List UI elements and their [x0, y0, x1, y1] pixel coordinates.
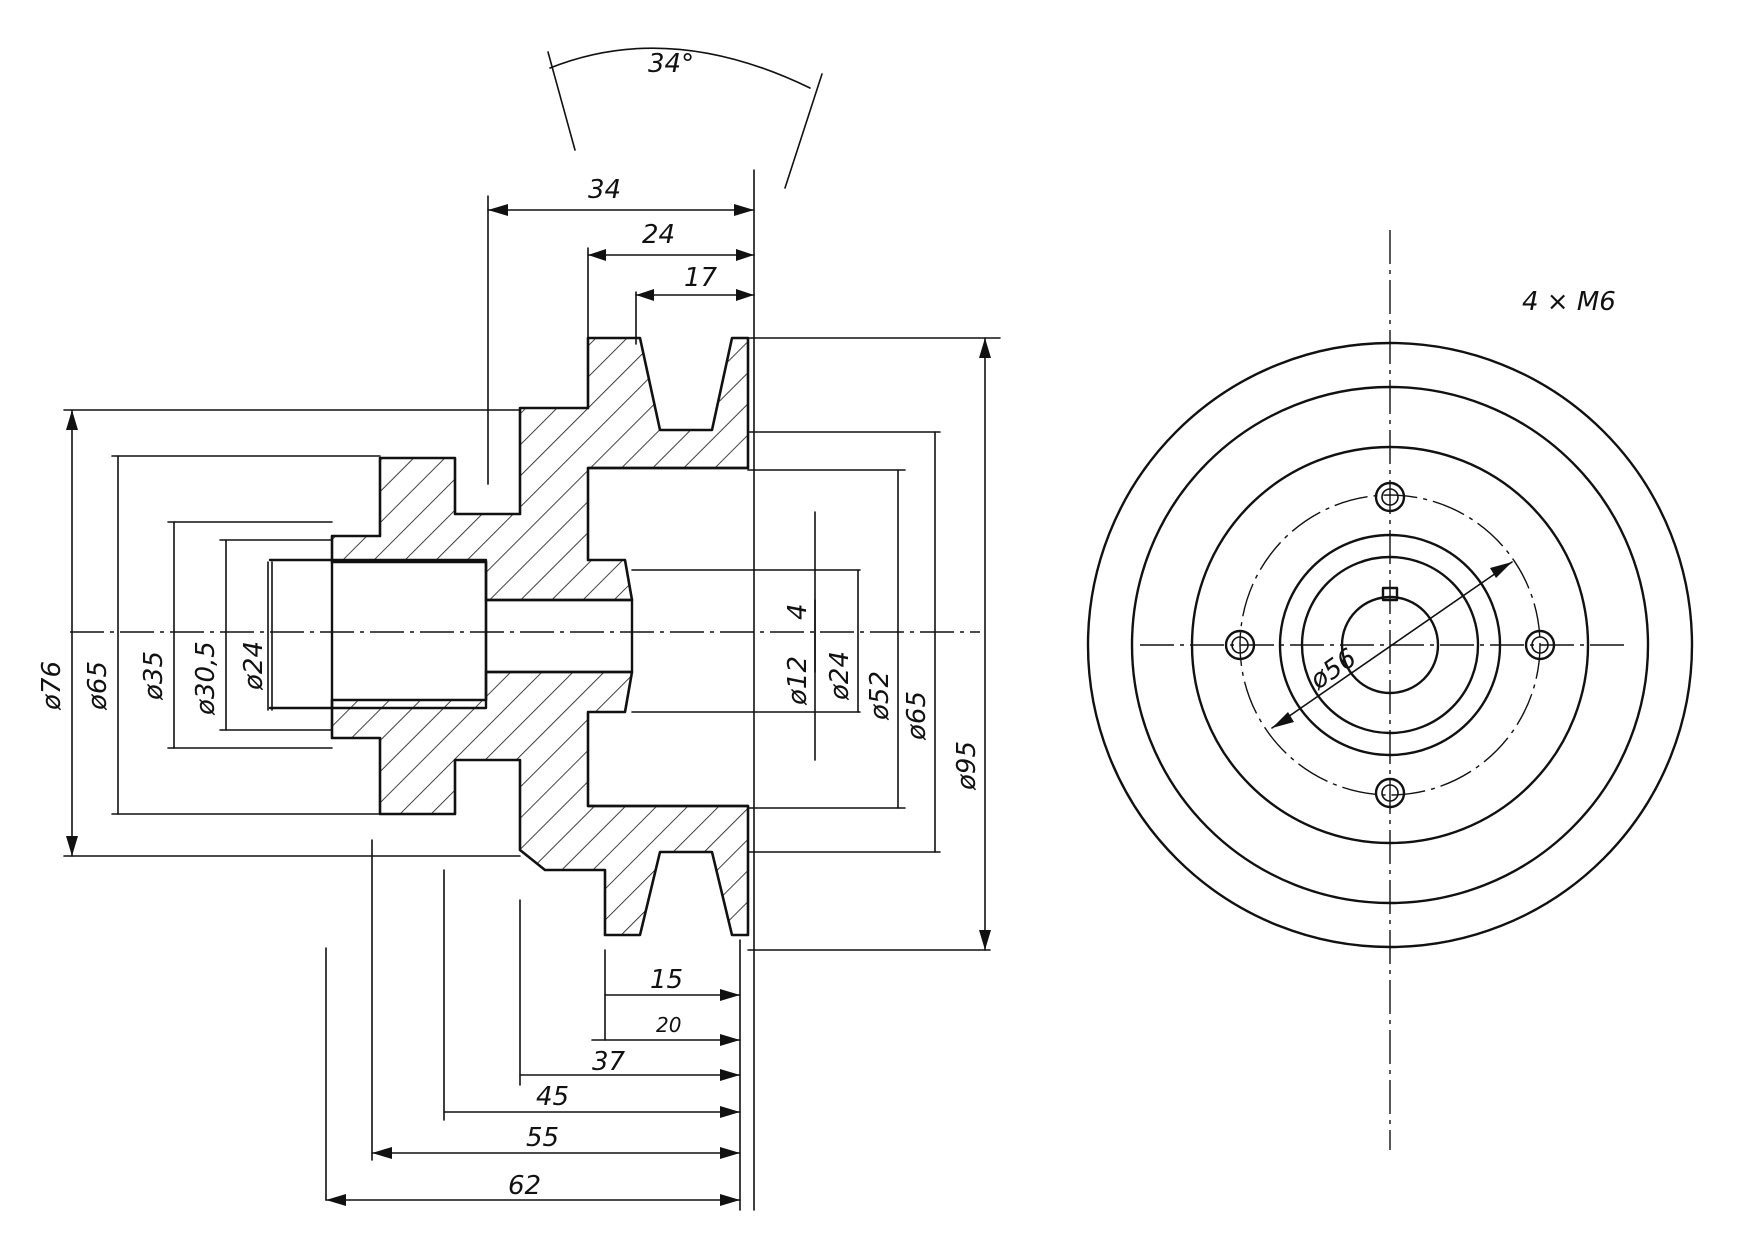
section-view — [63, 169, 1001, 1211]
dim-15: 15 — [650, 965, 683, 995]
dim-d30-5: ø30,5 — [191, 641, 221, 716]
dim-24: 24 — [642, 220, 675, 250]
dim-62: 62 — [508, 1171, 541, 1201]
dim-d24-left: ø24 — [239, 641, 269, 691]
dim-d76: ø76 — [37, 661, 67, 711]
dim-20: 20 — [656, 1013, 681, 1037]
bore — [330, 558, 488, 710]
keyway — [1381, 586, 1399, 602]
bolt-hole-right — [1524, 629, 1556, 661]
dimension-texts: 34° 34 24 17 ø76 ø65 ø35 ø30,5 ø24 ø12 4… — [37, 49, 1616, 1201]
dim-d52: ø52 — [865, 671, 895, 721]
side-view-note: 4 × M6 — [1522, 287, 1616, 317]
dim-34: 34 — [588, 175, 621, 205]
lower-section — [330, 670, 750, 937]
bore-circle — [1340, 595, 1440, 695]
dim-55: 55 — [526, 1123, 559, 1153]
bolt-hole-left — [1224, 629, 1256, 661]
dim-4: 4 — [783, 603, 813, 620]
bolt-circle — [1239, 494, 1541, 796]
small-bore — [484, 598, 634, 674]
upper-section — [330, 336, 750, 602]
groove-circle — [1130, 385, 1650, 905]
dim-d12: ø12 — [783, 656, 813, 706]
side-view — [1086, 230, 1694, 1150]
dim-d24-right: ø24 — [825, 651, 855, 701]
angle-dimension — [549, 47, 811, 89]
outer-rim — [1086, 341, 1694, 949]
hub-circle-outer — [1278, 533, 1502, 757]
dim-17: 17 — [684, 263, 718, 293]
dim-d95: ø95 — [952, 741, 982, 791]
bolt-circle-leader — [1271, 561, 1513, 729]
dim-45: 45 — [536, 1082, 569, 1112]
dim-37: 37 — [592, 1047, 626, 1077]
bolt-hole-top — [1374, 481, 1406, 513]
angle-label: 34° — [648, 49, 694, 79]
dimension-lines — [66, 47, 991, 1206]
hub-circle — [1300, 555, 1480, 735]
bolt-hole-bottom — [1374, 777, 1406, 809]
dim-d65-right: ø65 — [902, 691, 932, 741]
face-circle — [1190, 445, 1590, 845]
dim-d35: ø35 — [139, 651, 169, 701]
dim-d65-left: ø65 — [83, 661, 113, 711]
